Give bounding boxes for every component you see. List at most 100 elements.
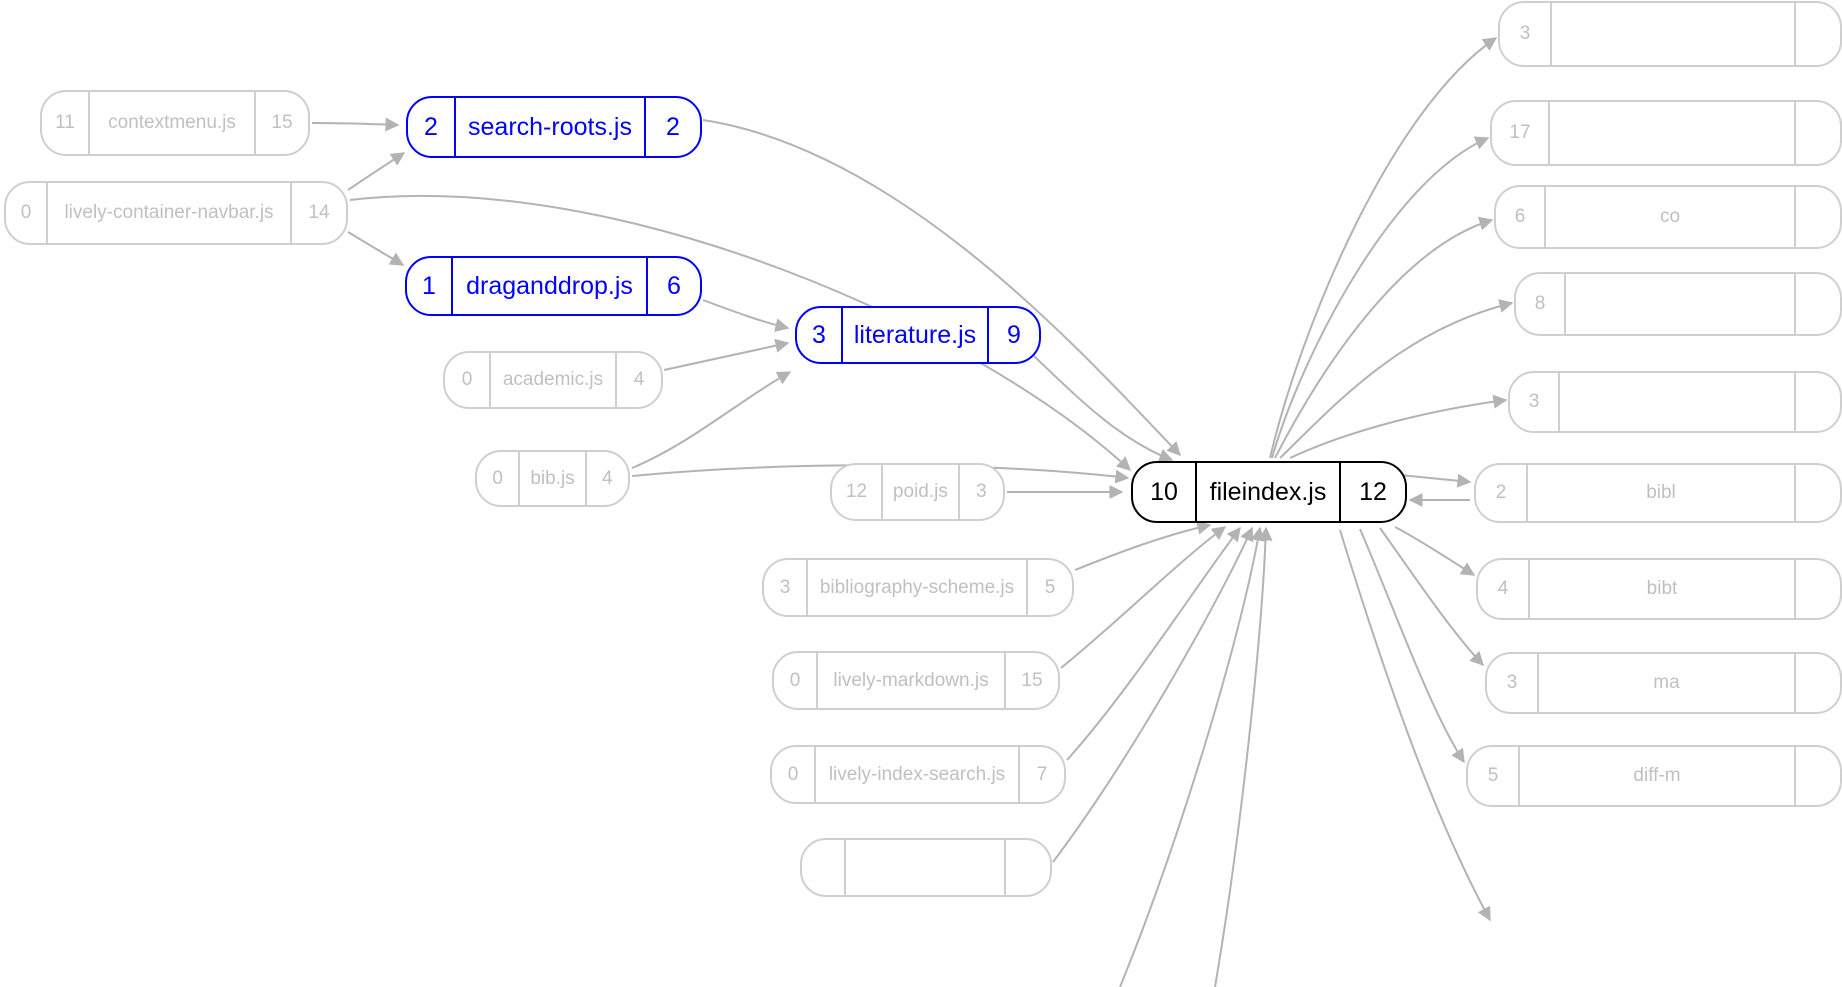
graph-node-right-17[interactable]: 17 <box>1490 100 1842 166</box>
node-out-degree <box>1004 840 1050 895</box>
node-label: co <box>1659 206 1681 227</box>
node-in-degree: 8 <box>1516 274 1566 334</box>
node-out-degree <box>1794 274 1840 334</box>
graph-node-literature[interactable]: 3 literature.js 9 <box>795 306 1041 364</box>
node-in-degree: 17 <box>1492 102 1550 164</box>
node-in-degree: 3 <box>1510 373 1560 431</box>
node-in-degree: 12 <box>832 465 883 519</box>
node-label: lively-index-search.js <box>828 763 1006 785</box>
graph-edge <box>1066 526 1241 761</box>
graph-node-right-3-top[interactable]: 3 <box>1498 1 1842 67</box>
node-label: draganddrop.js <box>466 271 633 300</box>
graph-node-right-4-bibt[interactable]: 4 bibt <box>1476 558 1842 620</box>
graph-edge <box>631 371 792 469</box>
graph-edge <box>347 231 405 266</box>
node-out-degree: 4 <box>584 452 628 505</box>
node-label: bib.js <box>530 467 575 489</box>
graph-edge <box>1289 394 1508 459</box>
node-in-degree: 6 <box>1496 187 1546 247</box>
graph-edge <box>1271 136 1490 459</box>
node-label <box>1566 274 1794 334</box>
graph-node-right-5-diffm[interactable]: 5 diff-m <box>1466 745 1842 807</box>
node-label: diff-m <box>1633 765 1681 786</box>
graph-edge <box>702 299 790 332</box>
graph-edge <box>1379 527 1484 667</box>
node-out-degree: 9 <box>987 308 1039 362</box>
node-in-degree: 0 <box>445 353 491 407</box>
graph-edge <box>311 117 400 132</box>
graph-edge <box>1119 526 1265 987</box>
node-label: lively-markdown.js <box>833 669 989 691</box>
node-out-degree <box>1794 747 1840 805</box>
node-in-degree: 3 <box>797 308 843 362</box>
graph-edge <box>1074 520 1212 571</box>
graph-edge <box>1052 526 1254 863</box>
graph-node-right-8[interactable]: 8 <box>1514 272 1842 336</box>
node-label: academic.js <box>502 369 604 390</box>
node-label: search-roots.js <box>468 112 632 141</box>
node-in-degree: 11 <box>42 92 90 154</box>
node-out-degree: 12 <box>1339 463 1405 521</box>
graph-node-fileindex[interactable]: 10 fileindex.js 12 <box>1131 461 1407 523</box>
graph-edge <box>663 338 790 371</box>
node-out-degree: 15 <box>254 92 308 154</box>
node-out-degree <box>1794 187 1840 247</box>
node-out-degree: 4 <box>615 353 661 407</box>
graph-node-academic[interactable]: 0 academic.js 4 <box>443 351 663 409</box>
graph-node-right-3-mid[interactable]: 3 <box>1508 371 1842 433</box>
node-out-degree <box>1794 102 1840 164</box>
node-in-degree: 4 <box>1478 560 1530 618</box>
graph-edge <box>1359 528 1465 764</box>
graph-edge <box>1060 526 1227 669</box>
node-in-degree: 0 <box>772 747 816 802</box>
node-in-degree: 2 <box>1476 465 1528 521</box>
node-label <box>1552 3 1794 65</box>
node-label: fileindex.js <box>1209 477 1327 506</box>
graph-node-right-2-bibl[interactable]: 2 bibl <box>1474 463 1842 523</box>
node-label: lively-container-navbar.js <box>64 202 274 223</box>
node-out-degree: 2 <box>644 98 700 156</box>
graph-node-bib[interactable]: 0 bib.js 4 <box>475 450 630 507</box>
graph-edge <box>702 119 1181 457</box>
node-in-degree: 3 <box>1487 654 1539 712</box>
node-in-degree: 0 <box>774 653 818 708</box>
graph-edge <box>1339 529 1491 922</box>
node-in-degree: 10 <box>1133 463 1197 521</box>
graph-edge <box>1033 355 1174 463</box>
node-in-degree: 3 <box>764 560 808 615</box>
node-label: literature.js <box>853 320 977 349</box>
node-out-degree <box>1794 560 1840 618</box>
node-out-degree <box>1794 654 1840 712</box>
node-label: bibl <box>1646 482 1676 503</box>
node-in-degree: 3 <box>1500 3 1552 65</box>
node-out-degree: 6 <box>646 258 700 314</box>
graph-node-right-6-co[interactable]: 6 co <box>1494 185 1842 249</box>
graph-edge <box>1214 526 1273 987</box>
node-label: bibliography-scheme.js <box>819 576 1015 598</box>
graph-node-bottom-clipped[interactable] <box>800 838 1052 897</box>
node-out-degree <box>1794 3 1840 65</box>
node-in-degree: 0 <box>477 452 521 505</box>
node-in-degree: 5 <box>1468 747 1520 805</box>
node-out-degree: 3 <box>957 465 1003 519</box>
graph-edge <box>1269 37 1498 459</box>
graph-edge <box>1279 299 1514 459</box>
node-label <box>1560 373 1794 431</box>
graph-node-poid[interactable]: 12 poid.js 3 <box>830 463 1005 521</box>
node-label: bibt <box>1646 578 1678 599</box>
node-label: poid.js <box>892 481 948 502</box>
graph-edge <box>1394 526 1476 576</box>
graph-edge <box>1399 473 1472 488</box>
node-out-degree <box>1794 373 1840 431</box>
node-out-degree: 14 <box>290 183 346 243</box>
